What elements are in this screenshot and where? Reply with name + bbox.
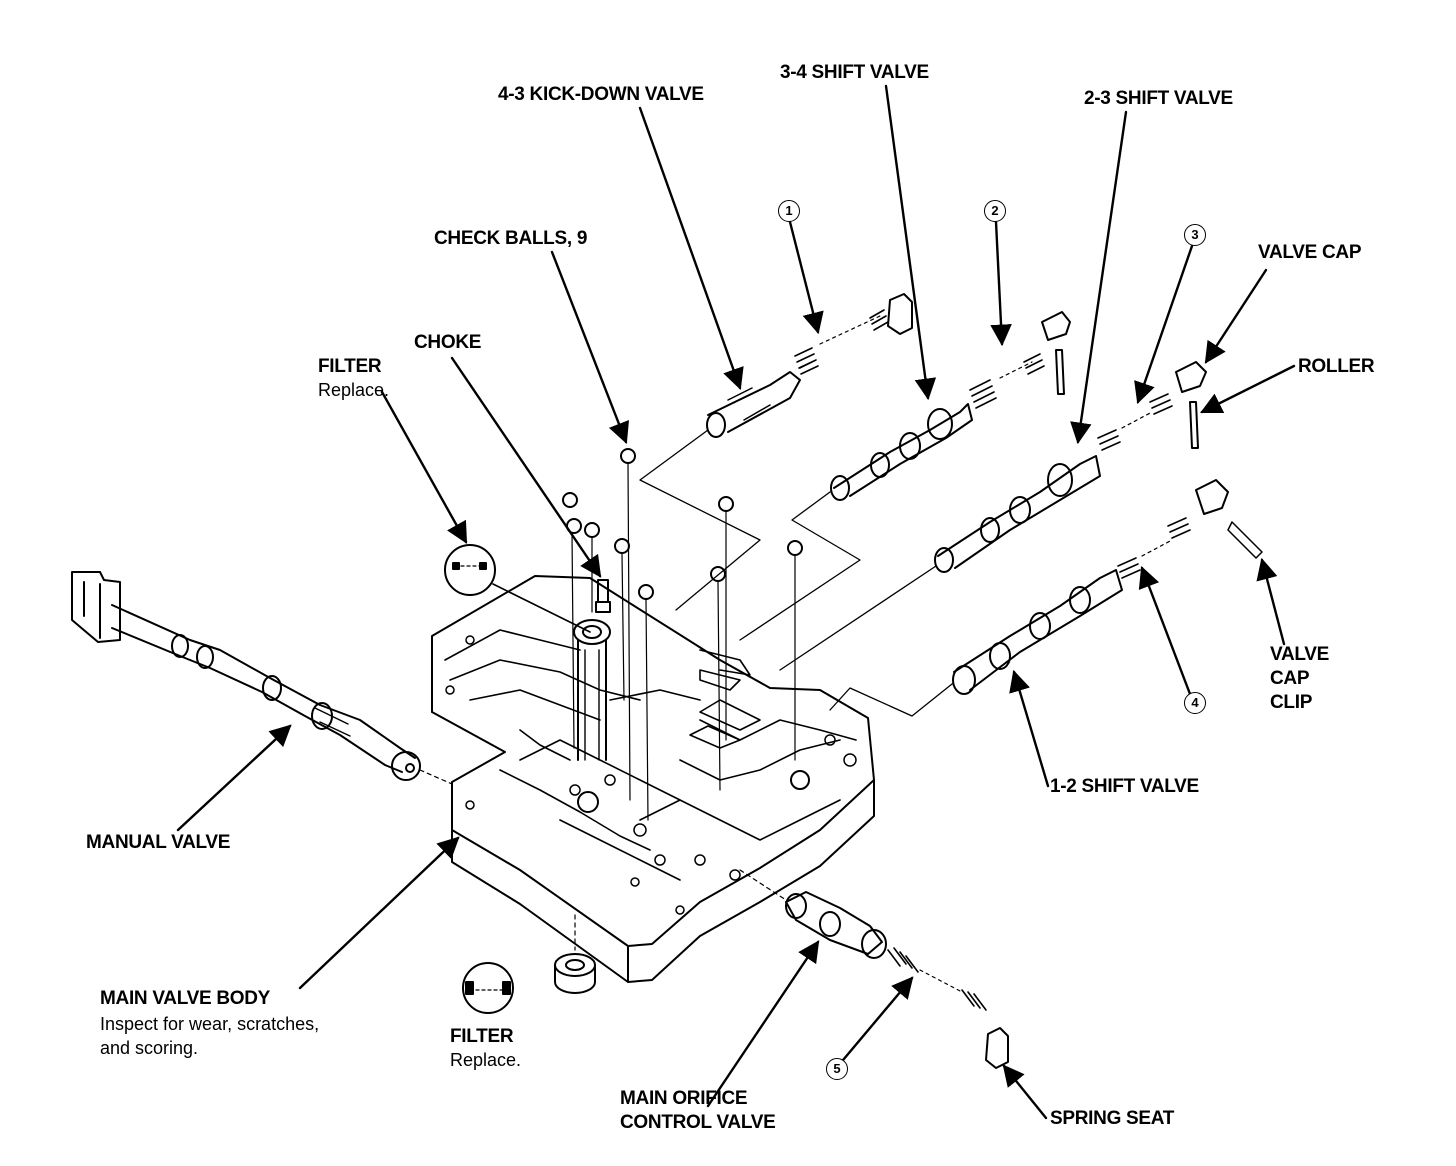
label-check-balls: CHECK BALLS, 9 — [434, 228, 588, 249]
filter-bottom-part — [462, 914, 596, 1014]
main-valve-body — [431, 575, 875, 983]
label-shift12-valve: 1-2 SHIFT VALVE — [1050, 776, 1199, 797]
label-shift23-valve: 2-3 SHIFT VALVE — [1084, 88, 1233, 109]
label-roller: ROLLER — [1298, 356, 1375, 377]
callout-1: 1 — [778, 200, 800, 222]
label-valve-cap-clip-2: CAP — [1270, 668, 1310, 689]
label-main-valve-body-note-2: and scoring. — [100, 1038, 199, 1058]
check-balls — [562, 448, 803, 821]
label-valve-cap-clip-1: VALVE — [1270, 644, 1330, 665]
shift23-valve-part — [934, 361, 1207, 573]
label-shift34-valve: 3-4 SHIFT VALVE — [780, 62, 929, 83]
orifice-valve-part — [739, 869, 1009, 1069]
label-choke: CHOKE — [414, 332, 482, 353]
label-orifice-valve-1: MAIN ORIFICE — [620, 1088, 748, 1109]
callout-4: 4 — [1184, 692, 1206, 714]
kickdown-valve-part — [706, 293, 913, 438]
label-valve-cap: VALVE CAP — [1258, 242, 1362, 263]
label-orifice-valve-2: CONTROL VALVE — [620, 1112, 776, 1133]
manual-valve — [71, 571, 453, 785]
label-valve-cap-clip-3: CLIP — [1270, 692, 1313, 713]
label-filter-bottom: FILTER — [450, 1026, 514, 1047]
label-filter-top-note: Replace. — [318, 380, 390, 400]
callout-5: 5 — [826, 1058, 848, 1080]
label-kickdown-valve: 4-3 KICK-DOWN VALVE — [498, 84, 704, 105]
label-filter-bottom-note: Replace. — [450, 1050, 522, 1070]
assembly-guide-lines — [639, 429, 953, 717]
callout-2: 2 — [984, 200, 1006, 222]
label-spring-seat: SPRING SEAT — [1050, 1108, 1175, 1129]
filter-top-part — [444, 544, 591, 633]
callout-3: 3 — [1184, 224, 1206, 246]
leader-arrows — [176, 84, 1296, 1120]
shift34-valve-part — [830, 311, 1071, 501]
label-main-valve-body: MAIN VALVE BODY — [100, 988, 271, 1009]
shift12-valve-part — [952, 479, 1263, 695]
label-manual-valve: MANUAL VALVE — [86, 832, 231, 853]
label-filter-top: FILTER — [318, 356, 382, 377]
label-main-valve-body-note-1: Inspect for wear, scratches, — [100, 1014, 320, 1034]
